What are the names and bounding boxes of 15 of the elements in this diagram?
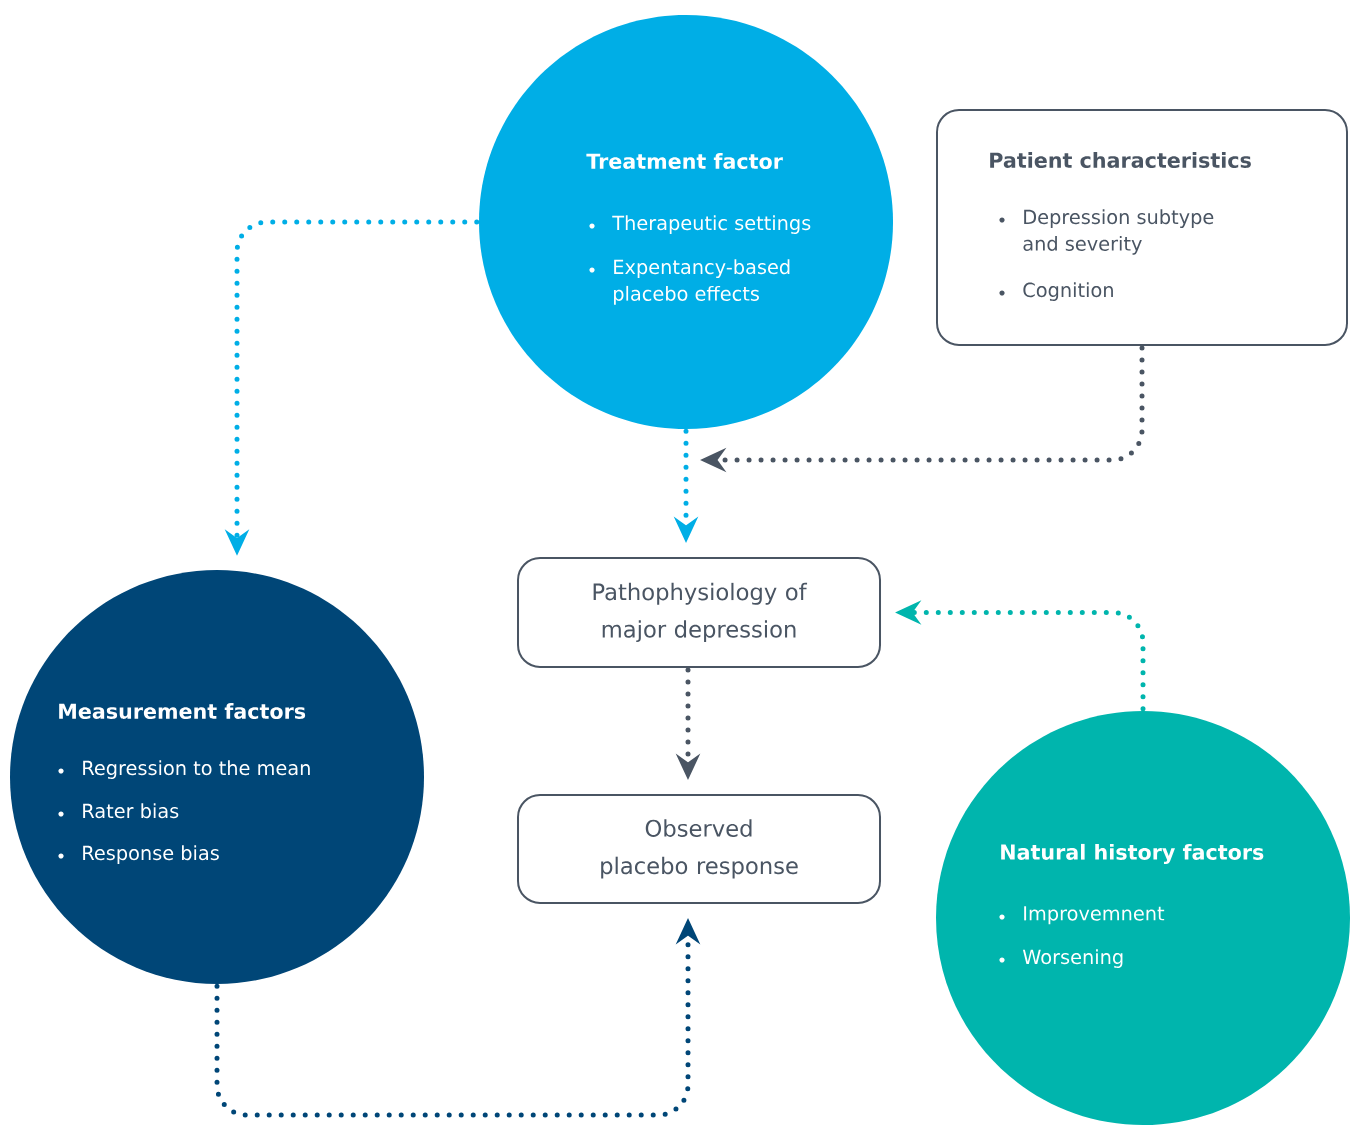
bullet-item: Therapeutic settings — [612, 215, 811, 234]
bullet-item: Rater bias — [83, 803, 179, 819]
bullet-item: Depression subtype and severity — [1023, 209, 1214, 255]
process-box: Observed placebo response — [517, 794, 881, 904]
process-box: Pathophysiology of major depression — [517, 557, 881, 668]
bullet-item: Regression to the mean — [83, 760, 310, 779]
bullet-item: Cognition — [1023, 282, 1113, 301]
bullet-item: Expentancy-based placebo effects — [614, 259, 790, 305]
heading: Treatment factor — [586, 153, 783, 169]
heading: Measurement factors — [59, 703, 306, 719]
bullet-item: Worsening — [1022, 949, 1123, 968]
bullet-item: Response bias — [83, 845, 219, 864]
bullet-item: Improvemnent — [1024, 906, 1165, 925]
heading: Patient characteristics — [990, 152, 1251, 168]
heading: Natural history factors — [1001, 843, 1264, 865]
